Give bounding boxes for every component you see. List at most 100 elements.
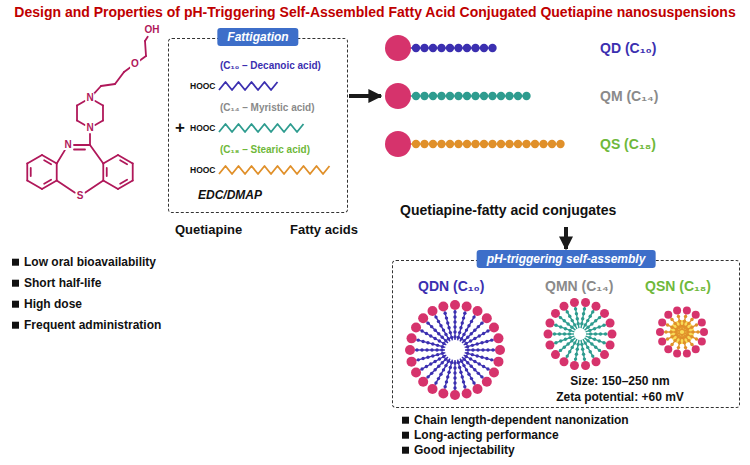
bond-line — [120, 160, 127, 164]
header-tab: pH-triggering self-assembly — [477, 250, 656, 268]
conjugate-figure — [385, 35, 497, 61]
bond-line — [26, 164, 28, 181]
nanoparticle-label: QDN (C₁₀) — [418, 278, 485, 295]
bond-line — [140, 56, 146, 60]
bond-line — [94, 86, 101, 94]
node-text: Size: 150–250 nm — [570, 374, 669, 388]
bond-line — [44, 180, 51, 184]
group-name: Fatty acids — [290, 222, 358, 238]
fatty-acid-chain — [219, 166, 330, 174]
chain-bead — [412, 92, 420, 100]
chain-bead — [514, 140, 522, 148]
conjugate-label: QM (C₁₄) — [600, 88, 658, 105]
bullet-text: Long-acting performance — [414, 428, 559, 442]
chain-bead — [488, 140, 496, 148]
nanoparticle-label: QMN (C₁₄) — [545, 278, 613, 295]
chain-bead — [488, 92, 496, 100]
atom-symbol: S — [76, 191, 85, 201]
drug-head — [385, 83, 411, 109]
conjugates-group: Quetiapine-fatty acid conjugates — [382, 30, 682, 226]
node-text: Zeta potential: +60 mV — [556, 390, 684, 404]
flow-arrow — [564, 227, 568, 249]
flow-arrow — [349, 94, 381, 98]
bond-line — [101, 84, 115, 86]
chain-bead — [463, 44, 471, 52]
drug-head — [385, 35, 411, 61]
bond-line — [57, 150, 65, 163]
conjugate-figure — [385, 131, 565, 157]
chain-bead — [539, 140, 547, 148]
acid-label: (C₁₄ – Myristic acid) — [220, 102, 314, 114]
chain-bead — [454, 92, 462, 100]
chain-bead — [446, 92, 454, 100]
bond-line — [115, 72, 124, 84]
bond-line — [90, 145, 103, 164]
bond-line — [89, 134, 91, 145]
header-tab: Fattigation — [217, 28, 298, 46]
chain-bead — [412, 44, 420, 52]
chain-bead — [522, 140, 530, 148]
bullet-square — [12, 259, 19, 266]
bond-line — [57, 181, 75, 193]
bond-line — [42, 181, 57, 190]
chain-bead — [412, 140, 420, 148]
chain-bead — [471, 44, 479, 52]
chain-bead — [437, 44, 445, 52]
bullet-text: Chain length-dependent nanonization — [414, 413, 629, 427]
chain-bead — [480, 44, 488, 52]
conjugate-figure — [385, 83, 531, 109]
chain-bead — [531, 140, 539, 148]
bond-line — [102, 106, 104, 121]
fattigation-box: FattigationEDC/DMAP — [168, 28, 348, 213]
chain-bead — [420, 44, 428, 52]
chain-bead — [446, 140, 454, 148]
chain-bead — [497, 92, 505, 100]
bullet-square — [12, 280, 19, 287]
bond-line — [85, 181, 103, 193]
chain-bead — [446, 44, 454, 52]
bond-line — [74, 149, 85, 151]
acid-label: (C₁₀ – Decanoic acid) — [220, 60, 321, 72]
bond-line — [56, 164, 58, 181]
bullet-text: Low oral bioavailability — [24, 255, 156, 269]
chain-bead — [437, 92, 445, 100]
bond-line — [74, 144, 90, 146]
bullet-square — [402, 447, 409, 454]
bond-line — [118, 181, 133, 190]
bond-line — [103, 155, 118, 164]
bond-line — [145, 41, 146, 56]
chain-bead — [463, 140, 471, 148]
micelle-figure — [544, 298, 617, 370]
chain-bead — [420, 92, 428, 100]
atom-symbol: O — [130, 59, 140, 69]
group-symbol: HOOC — [190, 81, 216, 91]
chain-bead — [480, 140, 488, 148]
chain-bead — [454, 44, 462, 52]
chain-bead — [437, 140, 445, 148]
bond-line — [118, 155, 133, 164]
node-text: Quetiapine-fatty acid conjugates — [400, 202, 616, 219]
node-text: EDC/DMAP — [198, 188, 262, 202]
group-symbol: HOOC — [190, 123, 216, 133]
nanoparticle-label: QSN (C₁₈) — [645, 278, 711, 295]
atom-symbol: N — [85, 123, 94, 133]
chain-bead — [505, 140, 513, 148]
bond-line — [102, 164, 104, 181]
bond-line — [145, 37, 148, 41]
fatty-acid-chain — [219, 124, 304, 132]
chain-bead — [548, 140, 556, 148]
chain-bead — [480, 92, 488, 100]
conjugate-label: QD (C₁₀) — [600, 40, 656, 57]
bond-line — [132, 164, 134, 181]
bond-line — [120, 180, 127, 184]
acid-label: (C₁₈ – Stearic acid) — [220, 144, 310, 156]
bond-line — [106, 168, 108, 176]
chain-bead — [463, 92, 471, 100]
bullet-square — [12, 322, 19, 329]
dashed-frame — [168, 38, 348, 213]
atom-symbol: N — [85, 93, 94, 103]
bullet-square — [12, 301, 19, 308]
drug-head — [385, 131, 411, 157]
chain-bead — [514, 92, 522, 100]
